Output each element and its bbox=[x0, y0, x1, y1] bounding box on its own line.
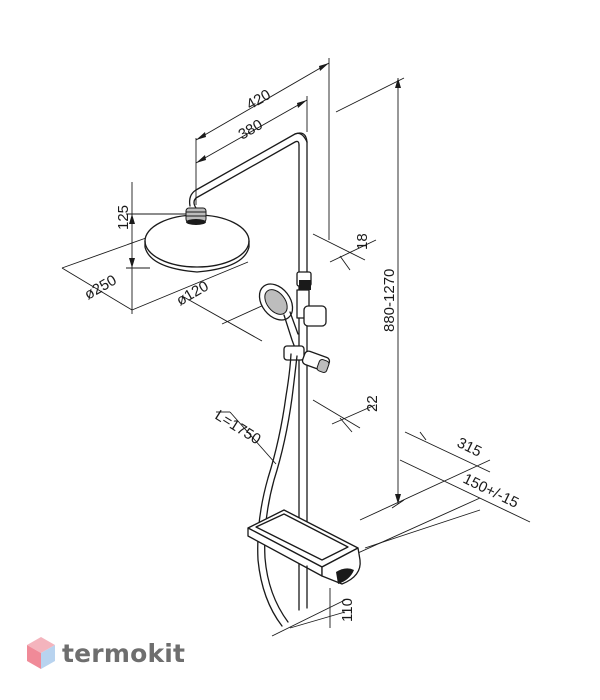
dimension-lines bbox=[61, 58, 531, 637]
thermostat-shelf bbox=[247, 509, 361, 611]
dim-height-range: 880-1270 bbox=[381, 269, 398, 332]
shower-hose bbox=[216, 353, 298, 627]
hand-shower-holder bbox=[283, 345, 331, 374]
dim-bar-offset-top: 18 bbox=[354, 233, 371, 250]
dim-shelf-height: 110 bbox=[339, 598, 356, 622]
dim-connection-spacing: 150+/-15 bbox=[460, 470, 521, 511]
watermark-brand: termokit bbox=[62, 638, 186, 668]
dimension-ticks bbox=[129, 63, 401, 504]
dim-depth: 315 bbox=[454, 434, 484, 460]
dim-hose-length: L=1750 bbox=[212, 407, 264, 448]
dim-hand-diameter: ø120 bbox=[174, 278, 212, 310]
termokit-logo-icon bbox=[27, 637, 55, 669]
rain-shower-head bbox=[144, 207, 250, 273]
termokit-watermark: termokit bbox=[26, 636, 185, 670]
dim-width-arm: 380 bbox=[236, 116, 266, 143]
shower-column bbox=[188, 132, 308, 291]
hand-shower bbox=[258, 283, 299, 357]
dim-bar-offset-bottom: 22 bbox=[364, 395, 381, 412]
dim-head-height: 125 bbox=[115, 205, 132, 230]
